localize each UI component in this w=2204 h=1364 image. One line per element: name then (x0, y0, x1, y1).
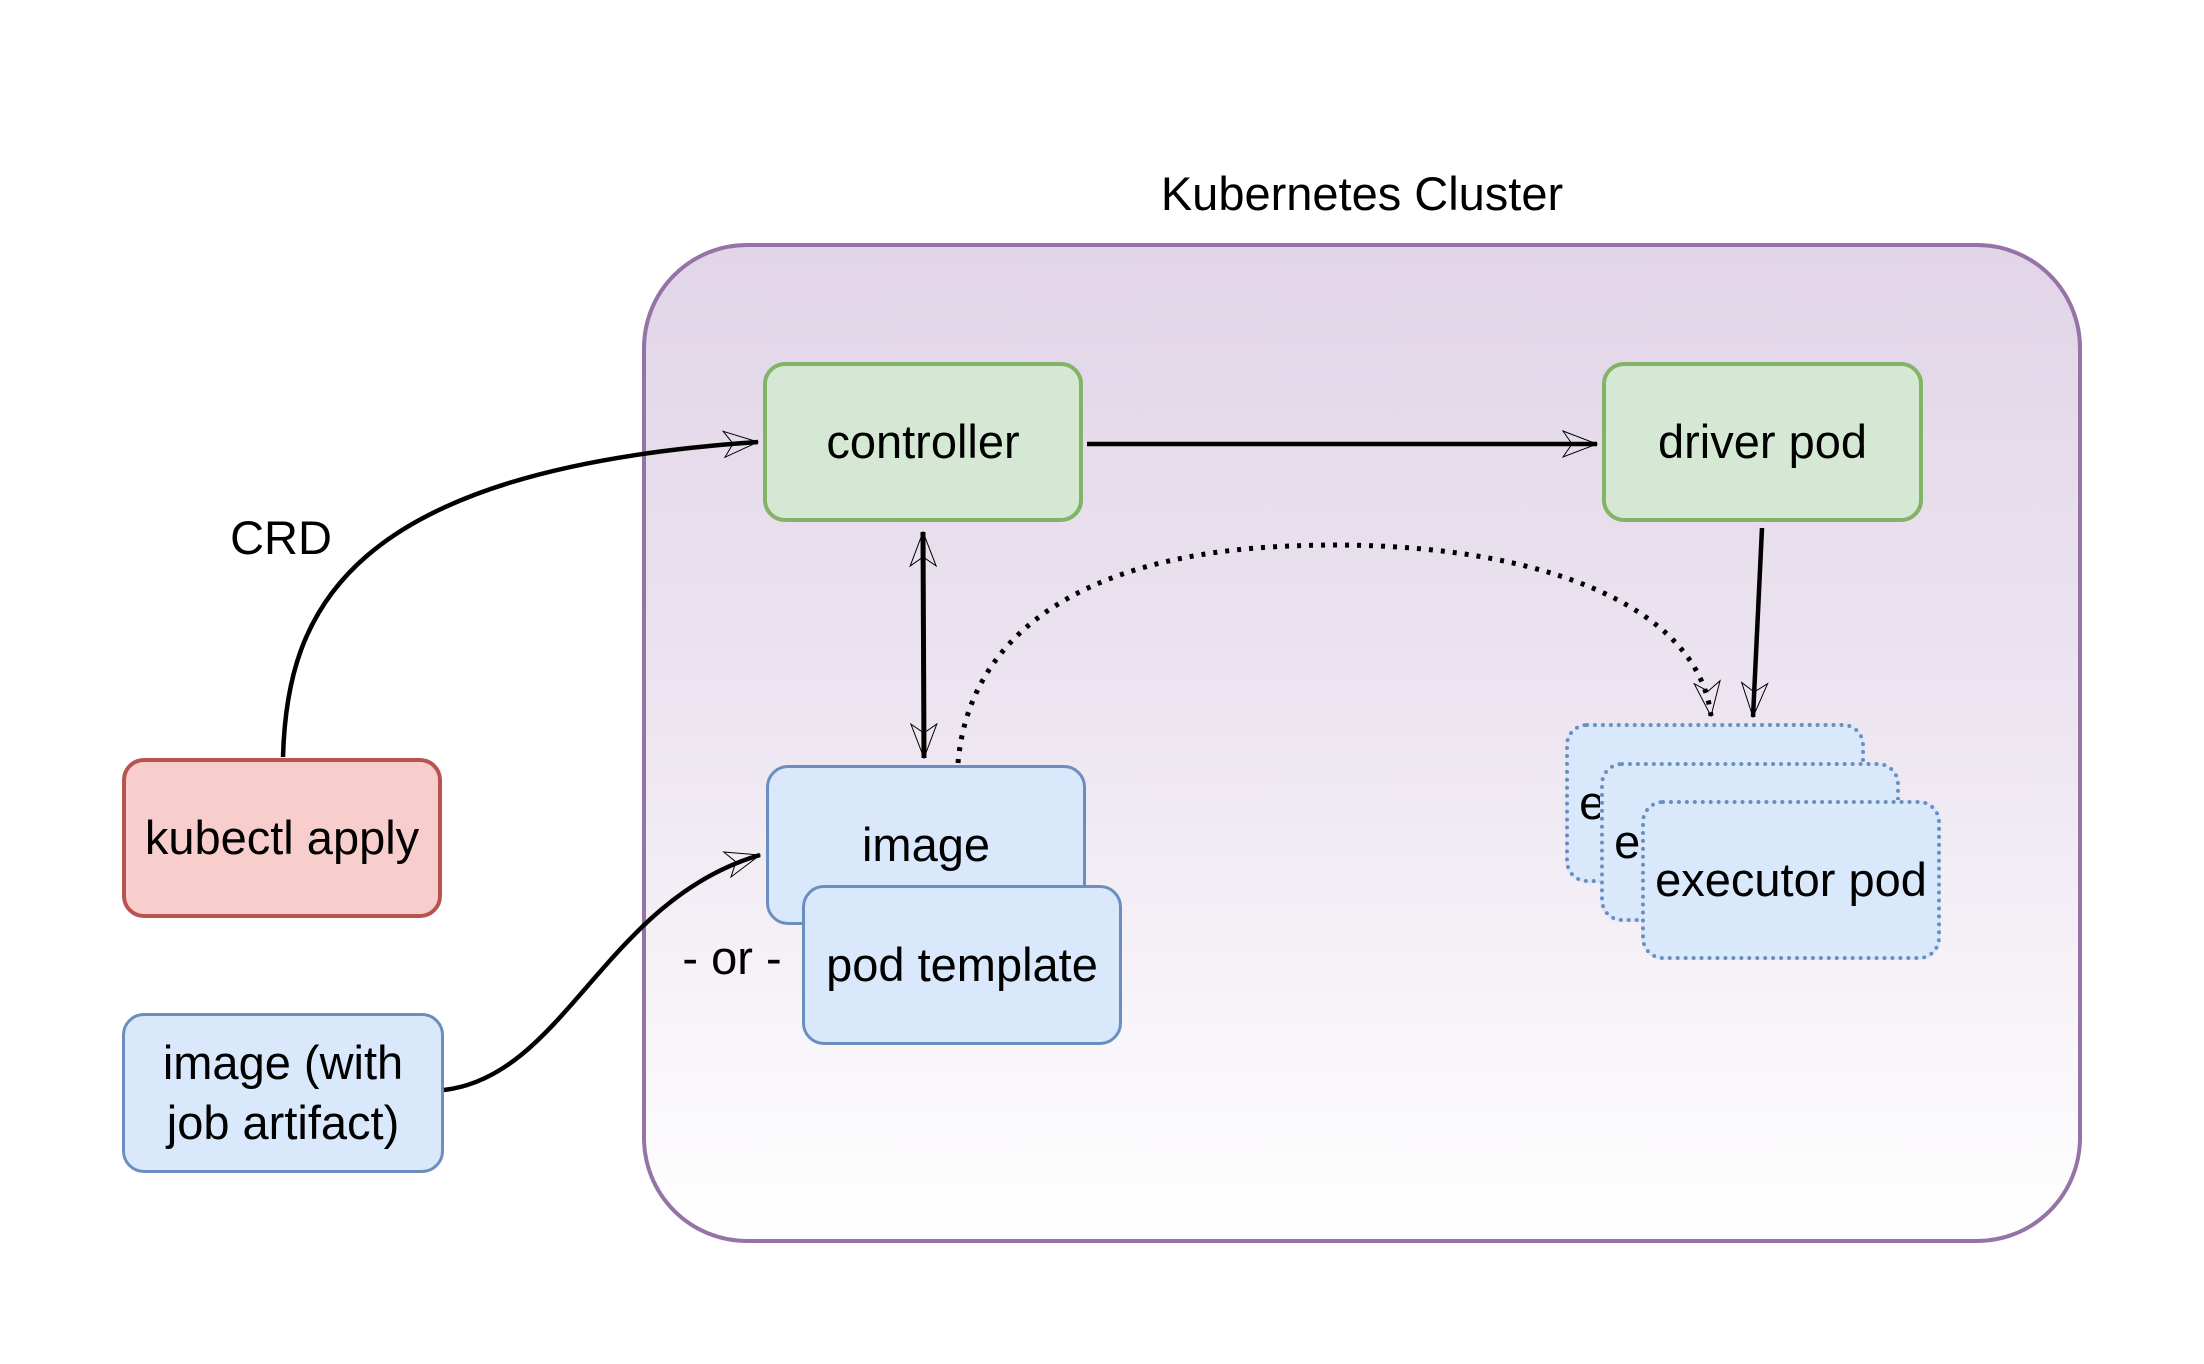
image-with-job-artifact-node: image (with job artifact) (122, 1013, 444, 1173)
controller-label: controller (826, 415, 1020, 468)
crd-edge-label: CRD (230, 511, 332, 564)
pod-template-node: pod template (802, 885, 1122, 1045)
pod-template-label: pod template (826, 938, 1098, 991)
kubectl-apply-node: kubectl apply (122, 758, 442, 918)
controller-node: controller (763, 362, 1083, 522)
executor-pod-node-front: executor pod (1641, 800, 1941, 960)
driver-pod-label: driver pod (1658, 415, 1867, 468)
executor-pod-label-front: executor pod (1655, 853, 1927, 906)
artifact-label-line1: image (with (162, 1036, 404, 1089)
driver-pod-node: driver pod (1602, 362, 1923, 522)
image-with-job-artifact-label: image (with job artifact) (163, 1033, 403, 1153)
cluster-title: Kubernetes Cluster (1160, 167, 1564, 220)
kubectl-apply-label: kubectl apply (144, 811, 420, 864)
image-label: image (861, 818, 990, 871)
artifact-label-line2: job artifact) (166, 1096, 400, 1149)
or-label: - or - (682, 931, 782, 984)
